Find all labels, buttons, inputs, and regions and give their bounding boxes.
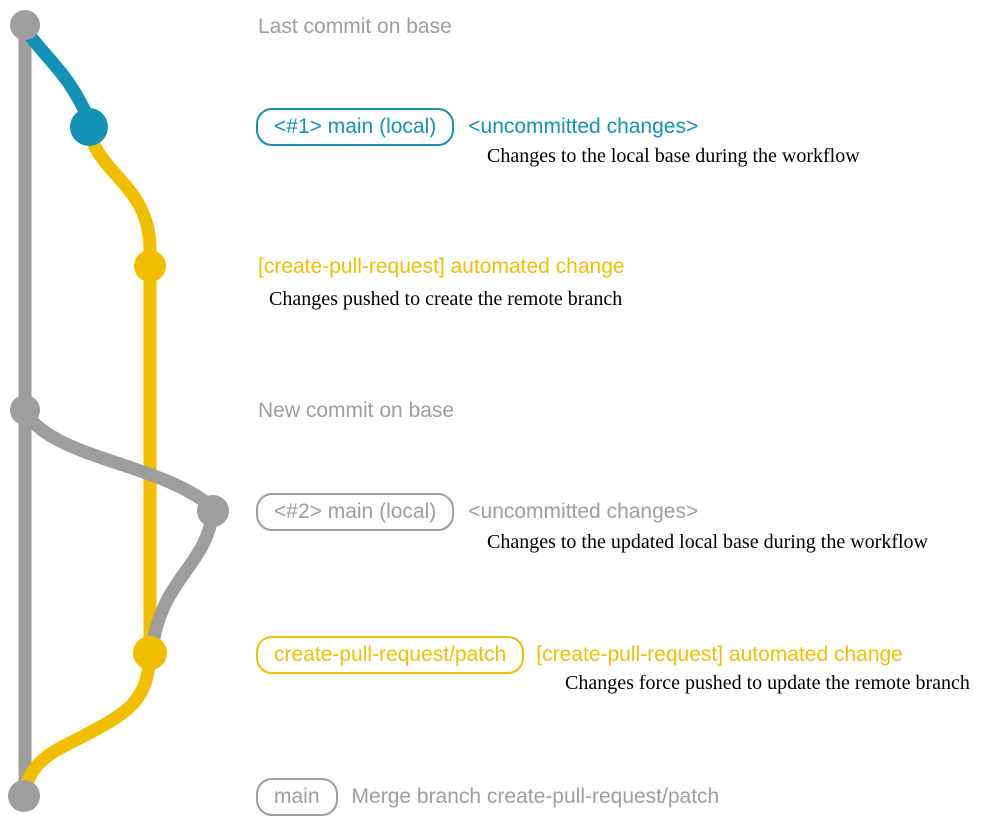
commit-merge <box>8 780 40 812</box>
description-automated-change-1: Changes pushed to create the remote bran… <box>269 288 623 310</box>
commit-create-pull-request-1 <box>134 250 166 282</box>
commit-message-automated-change-2: [create-pull-request] automated change <box>536 643 903 666</box>
branch-badge-main-local-2: <#2> main (local) <box>256 493 455 531</box>
branch-badge-label: <#2> main (local) <box>274 500 437 523</box>
row-main-local-1: <#1> main (local) <uncommitted changes> <box>256 108 698 146</box>
commit-main-local-1 <box>70 108 108 146</box>
label-last-commit-on-base: Last commit on base <box>258 15 452 38</box>
edge-main-local-2-out <box>146 505 220 651</box>
commit-message-uncommitted-2: <uncommitted changes> <box>468 500 699 523</box>
commit-message-merge: Merge branch create-pull-request/patch <box>351 785 720 808</box>
branch-badge-main: main <box>256 778 338 816</box>
branch-badge-label: main <box>274 785 320 808</box>
branch-badge-create-pull-request-patch: create-pull-request/patch <box>256 636 525 674</box>
description-uncommitted-1: Changes to the local base during the wor… <box>487 145 860 167</box>
row-main-local-2: <#2> main (local) <uncommitted changes> <box>256 493 698 531</box>
row-create-pull-request-patch: create-pull-request/patch [create-pull-r… <box>256 636 903 674</box>
commit-message-automated-change-1: [create-pull-request] automated change <box>258 255 625 278</box>
description-uncommitted-2: Changes to the updated local base during… <box>487 531 928 553</box>
commit-main-local-2 <box>197 495 229 527</box>
description-automated-change-2: Changes force pushed to update the remot… <box>565 672 970 694</box>
branch-badge-label: create-pull-request/patch <box>274 643 507 666</box>
commit-create-pull-request-2 <box>133 636 167 670</box>
commit-message-uncommitted-1: <uncommitted changes> <box>468 115 699 138</box>
edge-main-local-1 <box>19 23 95 125</box>
commit-last-commit-on-base <box>10 10 40 40</box>
branch-badge-label: <#1> main (local) <box>274 115 437 138</box>
row-merge: main Merge branch create-pull-request/pa… <box>256 778 719 816</box>
branch-badge-main-local-1: <#1> main (local) <box>256 108 455 146</box>
edge-patch-branch <box>82 121 157 659</box>
commit-new-commit-on-base <box>10 395 40 425</box>
edge-main-local-2-in <box>18 405 220 515</box>
label-new-commit-on-base: New commit on base <box>258 399 455 422</box>
edge-merge-patch-into-base <box>17 647 157 801</box>
